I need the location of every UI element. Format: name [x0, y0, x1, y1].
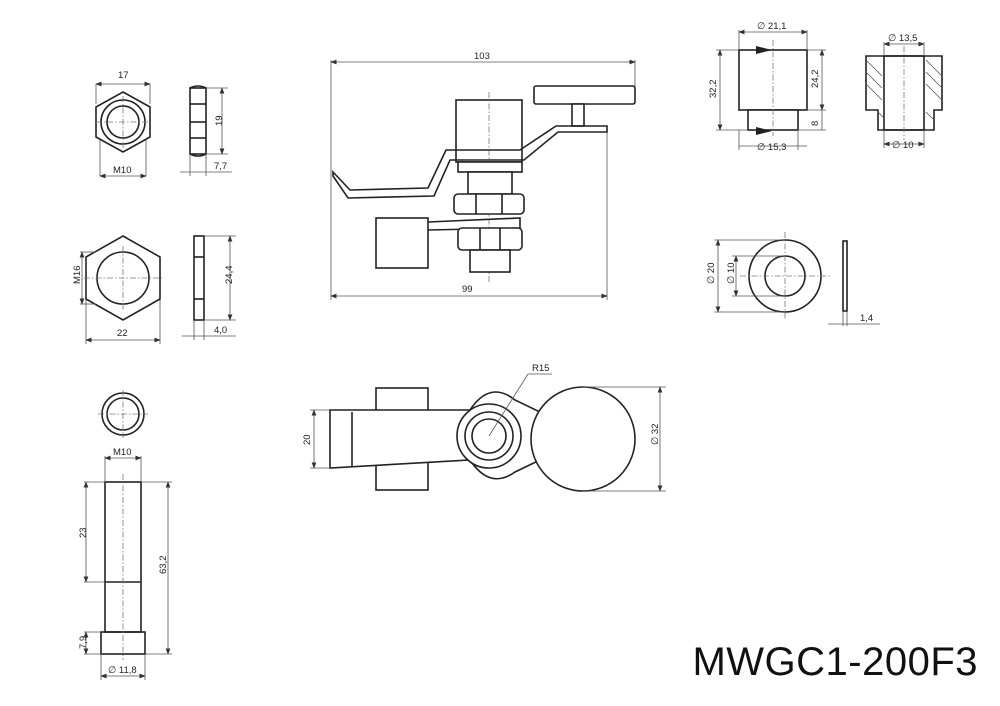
dim-spacer-bottom-dia: ∅ 15,3 — [757, 142, 786, 153]
dim-bolt-total-len: 63,2 — [158, 556, 169, 575]
dim-washer-inner: ∅ 10 — [726, 263, 737, 284]
dim-hex-small-thread: M10 — [113, 165, 131, 176]
dim-bolt-head-len: 7,9 — [78, 636, 89, 649]
washer: ∅ 20 ∅ 10 1,4 — [706, 232, 880, 326]
dim-sleeve-inner-dia: ∅ 10 — [892, 140, 913, 151]
large-hex-nut-side-view: 24,4 4,0 — [182, 235, 236, 340]
dim-spacer-body: 24,2 — [810, 70, 821, 89]
dim-hex-small-height: 19 — [214, 115, 225, 126]
small-hex-nut-front-view: 17 M10 — [95, 70, 151, 179]
dim-knob-dia: ∅ 32 — [650, 424, 661, 445]
dim-bolt-thread-len: 23 — [78, 527, 89, 538]
dim-hex-large-width: 22 — [117, 328, 128, 339]
dim-hex-large-thickness: 4,0 — [214, 325, 227, 336]
dim-radius: R15 — [532, 363, 549, 374]
dim-spacer-height: 32,2 — [708, 80, 719, 99]
dim-hex-small-width: 17 — [118, 70, 129, 81]
bolt-drawing: M10 23 63,2 7,9 ∅ 11,8 — [78, 390, 172, 680]
dim-hex-large-height: 24,4 — [224, 266, 235, 285]
dim-assembly-base: 99 — [462, 284, 473, 295]
lock-assembly-top-view: R15 20 ∅ 32 — [302, 363, 666, 492]
dim-bolt-head-dia: ∅ 11,8 — [108, 665, 137, 676]
large-hex-nut-front-view: M16 22 — [72, 235, 162, 344]
small-hex-nut-side-view: 19 7,7 — [180, 85, 232, 176]
dim-washer-outer: ∅ 20 — [706, 263, 717, 284]
dim-hex-small-thickness: 7,7 — [214, 161, 227, 172]
dim-hex-large-thread: M16 — [72, 266, 83, 284]
sleeve-section: ∅ 13,5 ∅ 10 — [865, 33, 943, 151]
part-number-title: MWGC1-200F3 — [692, 640, 978, 684]
stepped-spacer: ∅ 21,1 32,2 24,2 8 ∅ 15,3 — [708, 21, 826, 153]
dim-assembly-width: 103 — [474, 51, 490, 62]
dim-washer-thickness: 1,4 — [860, 313, 873, 324]
dim-top-width: 20 — [302, 434, 313, 445]
dim-spacer-step: 8 — [810, 121, 821, 126]
dim-sleeve-outer-dia: ∅ 13,5 — [888, 33, 917, 44]
lock-assembly-side-view: 103 99 — [330, 51, 636, 300]
dim-spacer-top-dia: ∅ 21,1 — [757, 21, 786, 32]
dim-bolt-thread: M10 — [113, 447, 131, 458]
